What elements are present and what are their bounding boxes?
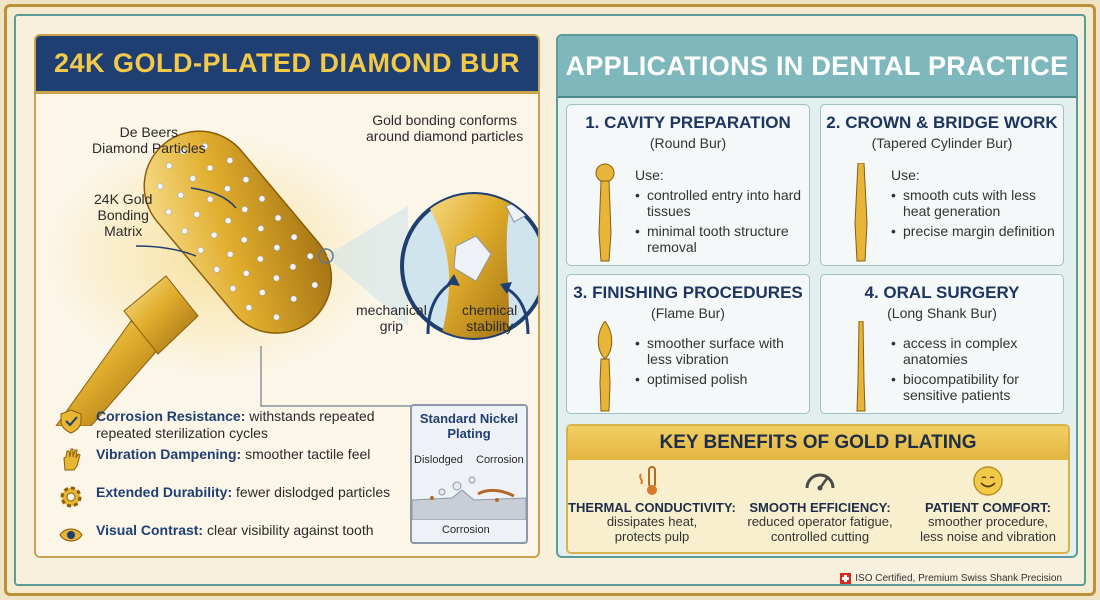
feature-item: Visual Contrast: clear visibility agains… bbox=[58, 522, 428, 556]
benefits-title: KEY BENEFITS OF GOLD PLATING bbox=[568, 426, 1068, 460]
app-card-finishing-procedures: 3. FINISHING PROCEDURES (Flame Bur) smoo… bbox=[566, 274, 810, 414]
app-subtitle: (Round Bur) bbox=[649, 135, 727, 151]
feature-title: Corrosion Resistance: bbox=[96, 408, 246, 424]
shield-check-icon bbox=[60, 409, 82, 434]
hand-icon bbox=[63, 448, 81, 471]
benefit-thermal: THERMAL CONDUCTIVITY: dissipates heat, p… bbox=[568, 462, 736, 544]
label-gold-matrix: 24K Gold Bonding Matrix bbox=[94, 191, 153, 240]
zoom-spot bbox=[318, 248, 334, 264]
tapered-cylinder-bur-icon bbox=[854, 163, 868, 262]
right-panel-title-bar: APPLICATIONS IN DENTAL PRACTICE bbox=[558, 36, 1076, 98]
benefit-patient-comfort: PATIENT COMFORT: smoother procedure, les… bbox=[904, 462, 1068, 544]
feature-text: withstands repeated repeated sterilizati… bbox=[96, 408, 375, 441]
bur-neck bbox=[123, 275, 199, 355]
nickel-corrosion-label: Corrosion bbox=[476, 454, 524, 466]
feature-text: clear visibility against tooth bbox=[203, 522, 374, 538]
benefit-desc: reduced operator fatigue, controlled cut… bbox=[747, 514, 893, 544]
nickel-corrosion-bottom-label: Corrosion bbox=[442, 524, 490, 536]
feature-list: Corrosion Resistance: withstands repeate… bbox=[58, 408, 428, 556]
magnifier-beam bbox=[326, 206, 408, 326]
feature-text: fewer dislodged particles bbox=[232, 484, 391, 500]
use-item: smooth cuts with less heat generation bbox=[891, 187, 1061, 219]
benefit-title: SMOOTH EFFICIENCY: bbox=[749, 500, 891, 515]
eye-icon bbox=[59, 528, 83, 542]
app-title: 3. FINISHING PROCEDURES bbox=[573, 283, 803, 302]
footer-text: ISO Certified, Premium Swiss Shank Preci… bbox=[855, 573, 1062, 584]
thermometer-icon bbox=[639, 466, 657, 495]
app-subtitle: (Flame Bur) bbox=[651, 305, 725, 321]
app-use: Use: controlled entry into hard tissues m… bbox=[635, 167, 805, 255]
nickel-plating-comparison: Standard Nickel Plating Dislodged Corros… bbox=[410, 404, 528, 544]
label-bonding-conforms: Gold bonding conforms around diamond par… bbox=[366, 112, 524, 145]
app-title: 4. ORAL SURGERY bbox=[864, 283, 1020, 302]
app-subtitle: (Long Shank Bur) bbox=[887, 305, 997, 321]
diamond-particles bbox=[156, 142, 319, 321]
feature-text: smoother tactile feel bbox=[241, 446, 371, 462]
nickel-surface-illustration bbox=[412, 476, 526, 520]
use-item: biocompatibility for sensitive patients bbox=[891, 371, 1061, 403]
applications-panel: APPLICATIONS IN DENTAL PRACTICE 1. CAVIT… bbox=[556, 34, 1078, 558]
bur-anatomy-panel: 24K GOLD-PLATED DIAMOND BUR bbox=[34, 34, 540, 558]
label-diamond-particles: De Beers Diamond Particles bbox=[92, 124, 206, 157]
left-panel-title: 24K GOLD-PLATED DIAMOND BUR bbox=[53, 48, 520, 78]
use-item: optimised polish bbox=[635, 371, 805, 387]
app-card-crown-bridge: 2. CROWN & BRIDGE WORK (Tapered Cylinder… bbox=[820, 104, 1064, 266]
key-benefits-box: KEY BENEFITS OF GOLD PLATING THERMAL CON… bbox=[566, 424, 1070, 554]
app-use: smoother surface with less vibration opti… bbox=[635, 331, 805, 387]
app-subtitle: (Tapered Cylinder Bur) bbox=[871, 135, 1013, 151]
nickel-dislodged-label: Dislodged bbox=[414, 454, 463, 466]
long-shank-bur-icon bbox=[856, 321, 866, 412]
smiley-icon bbox=[973, 466, 1003, 496]
benefit-desc: smoother procedure, less noise and vibra… bbox=[920, 514, 1056, 544]
benefit-efficiency: SMOOTH EFFICIENCY: reduced operator fati… bbox=[736, 462, 904, 544]
use-item: smoother surface with less vibration bbox=[635, 335, 805, 367]
use-label: Use: bbox=[635, 167, 664, 183]
app-card-cavity-preparation: 1. CAVITY PREPARATION (Round Bur) Use: c… bbox=[566, 104, 810, 266]
swiss-flag-icon bbox=[840, 573, 852, 584]
use-item: access in complex anatomies bbox=[891, 335, 1061, 367]
bur-head bbox=[143, 130, 333, 334]
label-chemical-stability: chemical stability bbox=[462, 302, 518, 335]
feature-title: Visual Contrast: bbox=[96, 522, 204, 538]
gear-icon bbox=[60, 486, 82, 508]
bur-illustration bbox=[46, 130, 538, 426]
app-card-oral-surgery: 4. ORAL SURGERY (Long Shank Bur) access … bbox=[820, 274, 1064, 414]
feature-item: Corrosion Resistance: withstands repeate… bbox=[58, 408, 428, 446]
left-panel-title-bar: 24K GOLD-PLATED DIAMOND BUR bbox=[36, 36, 538, 94]
stability-arrow bbox=[505, 286, 530, 335]
app-use: access in complex anatomies biocompatibil… bbox=[891, 331, 1061, 403]
right-panel-title: APPLICATIONS IN DENTAL PRACTICE bbox=[565, 50, 1069, 81]
round-bur-icon bbox=[595, 163, 615, 262]
benefit-title: PATIENT COMFORT: bbox=[925, 500, 1051, 515]
app-title: 1. CAVITY PREPARATION bbox=[585, 113, 791, 132]
nickel-title: Standard Nickel Plating bbox=[419, 411, 519, 441]
app-use: Use: smooth cuts with less heat generati… bbox=[891, 167, 1061, 239]
feature-item: Vibration Dampening: smoother tactile fe… bbox=[58, 446, 428, 484]
feature-title: Vibration Dampening: bbox=[96, 446, 242, 462]
label-mechanical-grip: mechanical grip bbox=[356, 302, 427, 335]
flame-bur-icon bbox=[597, 321, 613, 412]
use-item: minimal tooth structure removal bbox=[635, 223, 805, 255]
use-item: controlled entry into hard tissues bbox=[635, 187, 805, 219]
use-label: Use: bbox=[891, 167, 920, 183]
benefit-desc: dissipates heat, protects pulp bbox=[606, 514, 698, 544]
diamond-crystal bbox=[453, 235, 492, 282]
gauge-icon bbox=[805, 473, 835, 491]
benefit-title: THERMAL CONDUCTIVITY: bbox=[568, 500, 736, 515]
feature-item: Extended Durability: fewer dislodged par… bbox=[58, 484, 428, 522]
app-title: 2. CROWN & BRIDGE WORK bbox=[826, 113, 1058, 132]
feature-title: Extended Durability: bbox=[96, 484, 233, 500]
use-item: precise margin definition bbox=[891, 223, 1061, 239]
certification-note: ISO Certified, Premium Swiss Shank Preci… bbox=[840, 573, 1062, 584]
